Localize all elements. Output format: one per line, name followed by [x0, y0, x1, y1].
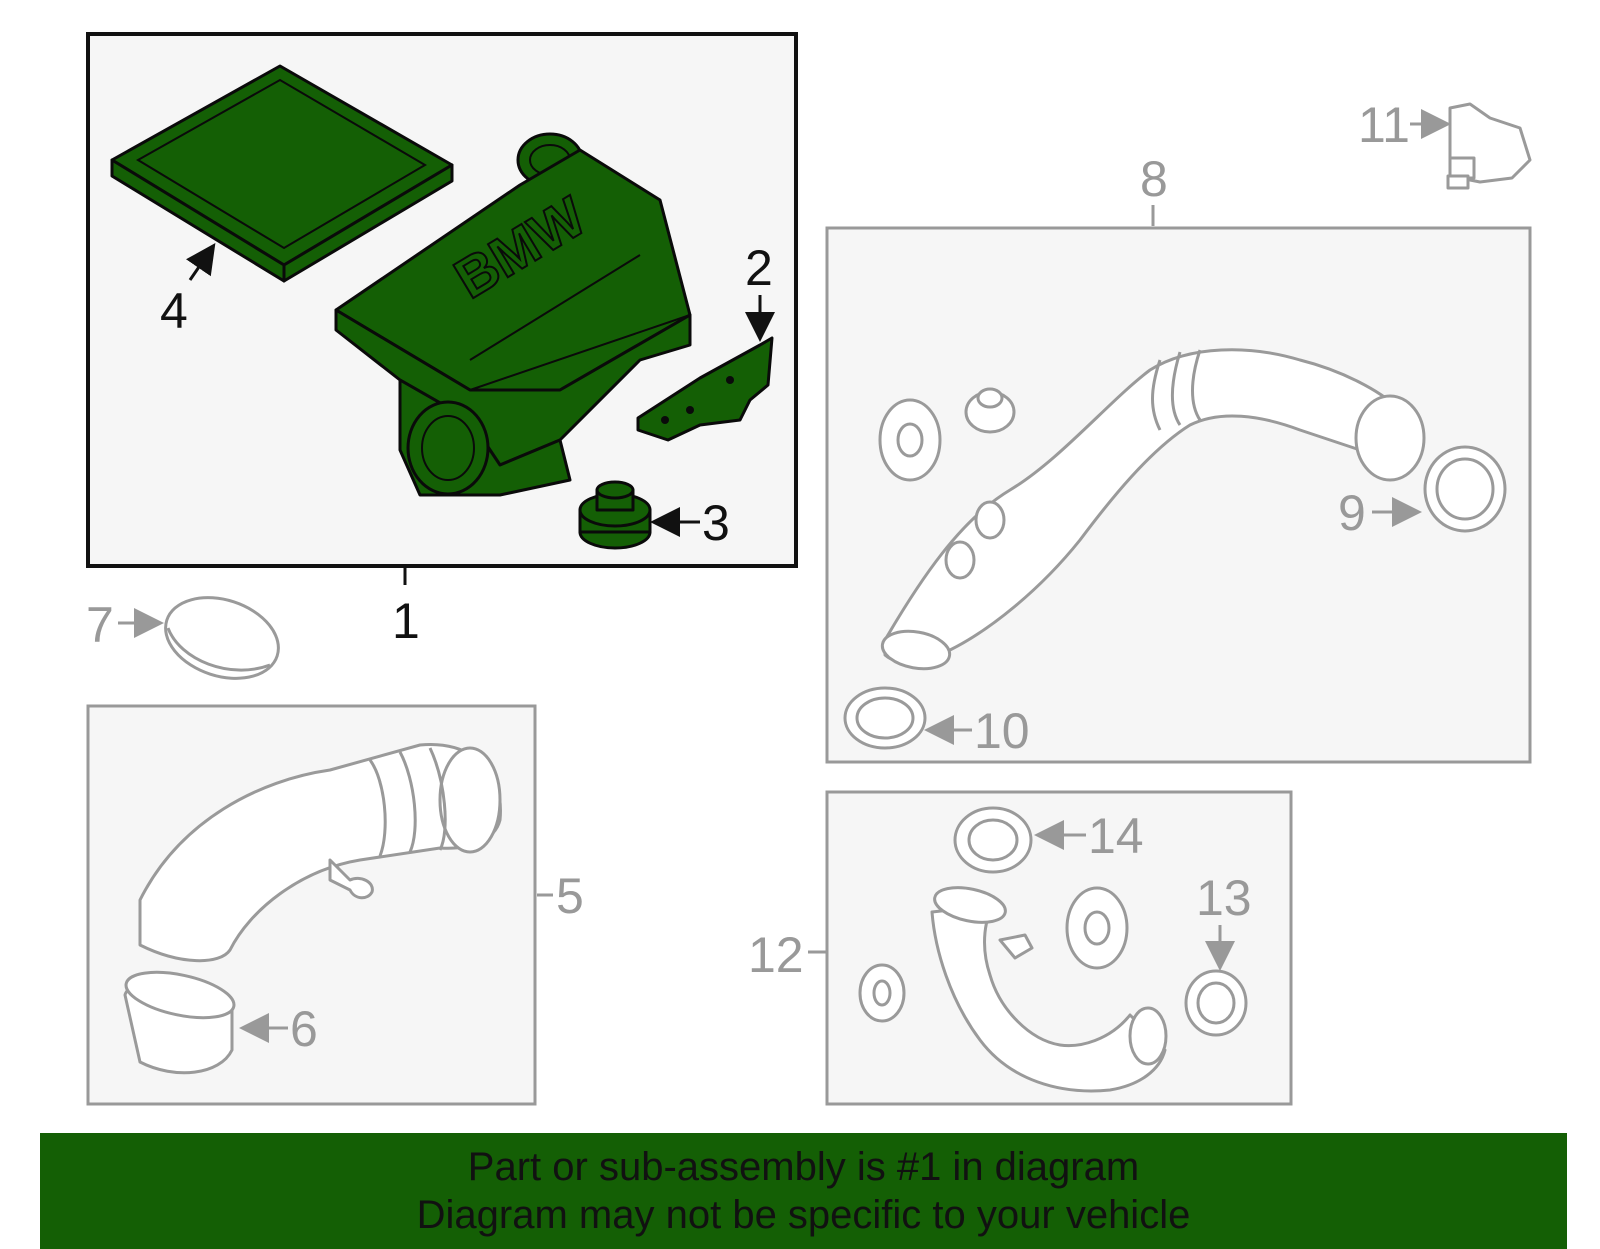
footer-line-2: Diagram may not be specific to your vehi…: [416, 1193, 1191, 1237]
callout-5: 5: [537, 868, 584, 924]
grommet[interactable]: [578, 480, 652, 550]
grommet-small-b[interactable]: [1065, 886, 1129, 970]
svg-text:6: 6: [290, 1001, 318, 1057]
callout-4: 4: [160, 243, 216, 339]
callout-2: 2: [745, 240, 775, 342]
svg-text:5: 5: [556, 868, 584, 924]
grommet-small-a[interactable]: [878, 398, 942, 482]
intake-duct[interactable]: [138, 742, 502, 963]
callout-7: 7: [86, 597, 164, 653]
callout-9: 9: [1338, 485, 1422, 541]
mounting-bracket[interactable]: [636, 336, 774, 442]
seal-ring-13[interactable]: [1184, 969, 1248, 1037]
svg-text:11: 11: [1358, 97, 1410, 153]
svg-text:3: 3: [702, 495, 730, 551]
svg-text:7: 7: [86, 597, 114, 653]
callout-11: 11: [1358, 97, 1451, 153]
footer-line-1: Part or sub-assembly is #1 in diagram: [467, 1145, 1140, 1189]
callout-3: 3: [650, 495, 730, 551]
seal-ring-9[interactable]: [1423, 445, 1507, 533]
seal-ring-10[interactable]: [843, 686, 927, 750]
sensor[interactable]: [1446, 102, 1532, 190]
callout-1: 1: [392, 568, 420, 649]
bolt-stud[interactable]: [964, 387, 1016, 434]
callout-14: 14: [1034, 808, 1144, 864]
boost-pipe[interactable]: [930, 882, 1168, 1093]
svg-text:14: 14: [1088, 808, 1144, 864]
svg-text:10: 10: [974, 703, 1030, 759]
svg-text:13: 13: [1196, 870, 1252, 926]
callout-8: 8: [1140, 151, 1168, 226]
svg-text:9: 9: [1338, 485, 1366, 541]
svg-text:4: 4: [160, 283, 188, 339]
svg-text:8: 8: [1140, 151, 1168, 207]
svg-text:12: 12: [748, 927, 804, 983]
svg-text:2: 2: [745, 240, 773, 296]
callout-10: 10: [924, 703, 1030, 759]
charge-pipe[interactable]: [879, 348, 1426, 674]
seal-ring-14[interactable]: [953, 806, 1033, 874]
footer-banner: Part or sub-assembly is #1 in diagram Di…: [40, 1133, 1567, 1249]
callout-13: 13: [1196, 870, 1252, 971]
bolt-stud-b[interactable]: [858, 963, 906, 1023]
svg-text:1: 1: [392, 593, 420, 649]
callout-6: 6: [239, 1001, 318, 1057]
cover-cap[interactable]: [155, 584, 289, 692]
charge-pipe-panel: [825, 226, 1532, 764]
air-filter-element[interactable]: [110, 64, 454, 283]
callout-12: 12: [748, 927, 828, 983]
duct-adapter[interactable]: [122, 964, 238, 1075]
